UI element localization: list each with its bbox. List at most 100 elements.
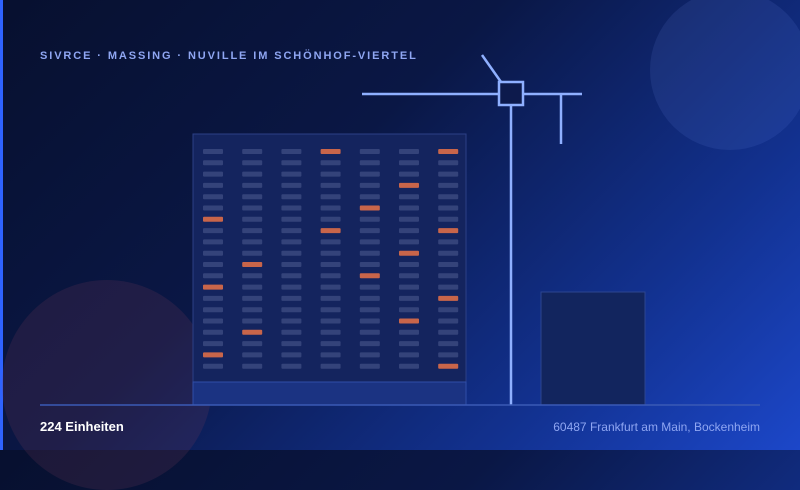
decorative-circle-top-right [650, 0, 800, 150]
accent-edge-bar [0, 0, 3, 450]
window [242, 239, 263, 245]
window [281, 329, 302, 335]
window [281, 363, 302, 369]
window [320, 171, 341, 177]
window [242, 273, 263, 279]
construction-crane [362, 54, 582, 405]
building-podium [192, 381, 467, 406]
window [359, 216, 380, 222]
window [399, 295, 419, 301]
window [399, 341, 419, 347]
window [242, 149, 263, 154]
window [438, 352, 459, 358]
window [242, 295, 263, 301]
window [438, 250, 459, 256]
window [359, 171, 380, 177]
window [203, 228, 223, 234]
window [399, 216, 419, 222]
window [399, 194, 419, 200]
window [242, 216, 263, 222]
window [203, 273, 223, 279]
window [359, 194, 380, 200]
window [359, 228, 380, 234]
massing-illustration [40, 54, 760, 406]
window [203, 363, 223, 369]
window [242, 250, 263, 256]
window [203, 295, 223, 301]
window [438, 171, 459, 177]
crane-counter-arm [480, 54, 503, 83]
window [359, 239, 380, 245]
window [242, 182, 263, 188]
window [438, 205, 459, 211]
window [281, 318, 302, 324]
window [320, 250, 341, 256]
window [281, 307, 302, 313]
window [281, 205, 302, 211]
window [320, 341, 341, 347]
window [320, 216, 341, 222]
window [359, 329, 380, 335]
window [203, 205, 223, 211]
window [242, 228, 263, 234]
window [399, 160, 419, 166]
window [438, 329, 459, 335]
window [438, 318, 459, 324]
lit-window [399, 182, 419, 188]
window [359, 262, 380, 267]
window [359, 149, 380, 154]
window [359, 307, 380, 313]
window [242, 171, 263, 177]
window [438, 341, 459, 347]
window [359, 363, 380, 369]
lit-window [438, 228, 459, 234]
window [438, 239, 459, 245]
window [438, 284, 459, 290]
lit-window [399, 318, 419, 324]
window [203, 341, 223, 347]
window [203, 239, 223, 245]
lit-window [203, 352, 223, 358]
window [242, 318, 263, 324]
window [281, 194, 302, 200]
units-count: 224 Einheiten [40, 419, 124, 434]
window [242, 307, 263, 313]
window [359, 295, 380, 301]
window [203, 307, 223, 313]
window [438, 216, 459, 222]
window [438, 262, 459, 267]
lit-window [242, 329, 263, 335]
window [399, 352, 419, 358]
window [242, 284, 263, 290]
lit-window [242, 262, 263, 267]
window [281, 295, 302, 301]
window [320, 194, 341, 200]
window [242, 205, 263, 211]
window [242, 352, 263, 358]
lit-window [359, 273, 380, 279]
window [320, 329, 341, 335]
window [281, 182, 302, 188]
window [242, 341, 263, 347]
window [281, 171, 302, 177]
window [281, 250, 302, 256]
lit-window [438, 149, 459, 154]
window [359, 182, 380, 188]
window [281, 273, 302, 279]
window [203, 329, 223, 335]
window [359, 318, 380, 324]
window [281, 352, 302, 358]
lit-window [438, 363, 459, 369]
window [399, 307, 419, 313]
window [281, 216, 302, 222]
window [203, 149, 223, 154]
window [399, 239, 419, 245]
window [320, 318, 341, 324]
project-eyebrow: SIVRCE · MASSING · NUVILLE IM SCHÖNHOF-V… [40, 50, 418, 62]
window [359, 160, 380, 166]
window [320, 160, 341, 166]
window [242, 363, 263, 369]
annex-building [540, 291, 646, 406]
window [320, 284, 341, 290]
window [320, 363, 341, 369]
